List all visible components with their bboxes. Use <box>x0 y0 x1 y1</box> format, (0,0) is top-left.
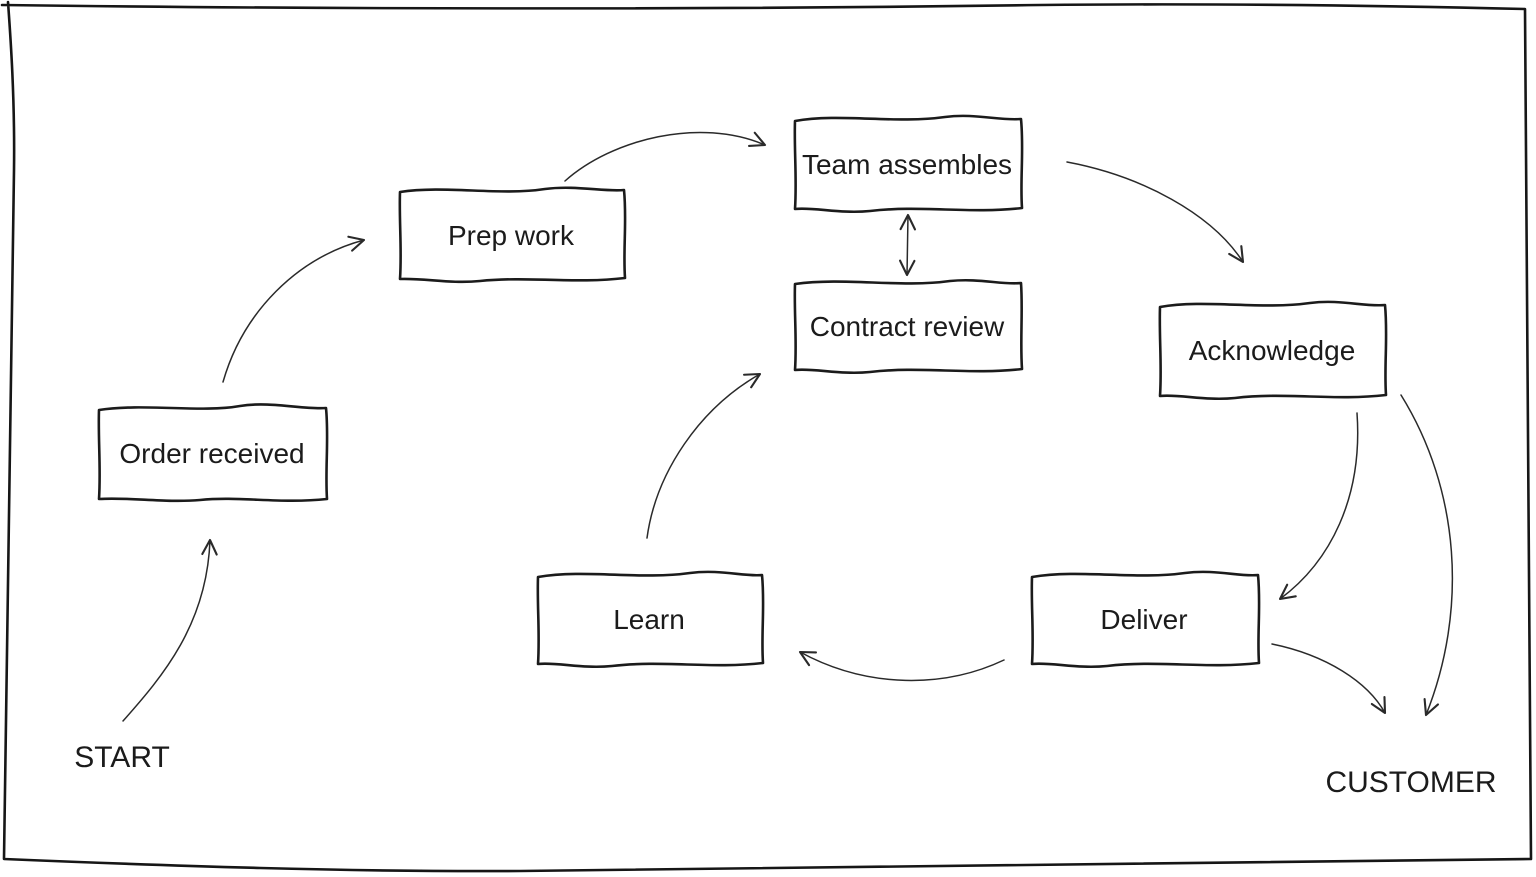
edge-prep-work-to-team-assembles <box>564 131 767 182</box>
edge-deliver-to-customer <box>1271 643 1387 715</box>
node-contract-review-label: Contract review <box>810 311 1005 342</box>
edge-acknowledge-to-customer <box>1400 394 1454 717</box>
edge-start-to-order-received <box>122 538 218 722</box>
node-prep-work-box <box>398 186 627 284</box>
edge-order-received-to-prep-work <box>222 235 366 383</box>
edge-team-assembles-contract-review-two-way <box>898 213 917 277</box>
edge-learn-to-contract-review <box>646 372 762 539</box>
customer-annotation: CUSTOMER <box>1325 766 1496 799</box>
node-learn-box <box>536 570 765 669</box>
node-acknowledge-box <box>1158 300 1388 401</box>
node-order-received-box <box>97 403 329 503</box>
node-prep-work-label: Prep work <box>448 220 575 251</box>
node-deliver-label: Deliver <box>1100 604 1187 635</box>
edge-team-assembles-to-acknowledge <box>1066 161 1245 264</box>
edge-acknowledge-to-deliver <box>1278 412 1359 601</box>
node-acknowledge-label: Acknowledge <box>1189 335 1356 366</box>
start-annotation: START <box>74 741 170 774</box>
node-team-assembles-box <box>793 114 1024 214</box>
node-deliver-box <box>1030 570 1261 669</box>
edge-deliver-to-learn <box>798 650 1005 682</box>
node-contract-review-box <box>793 278 1024 375</box>
node-learn-label: Learn <box>613 604 685 635</box>
node-team-assembles-label: Team assembles <box>802 149 1012 180</box>
node-order-received-label: Order received <box>119 438 304 469</box>
